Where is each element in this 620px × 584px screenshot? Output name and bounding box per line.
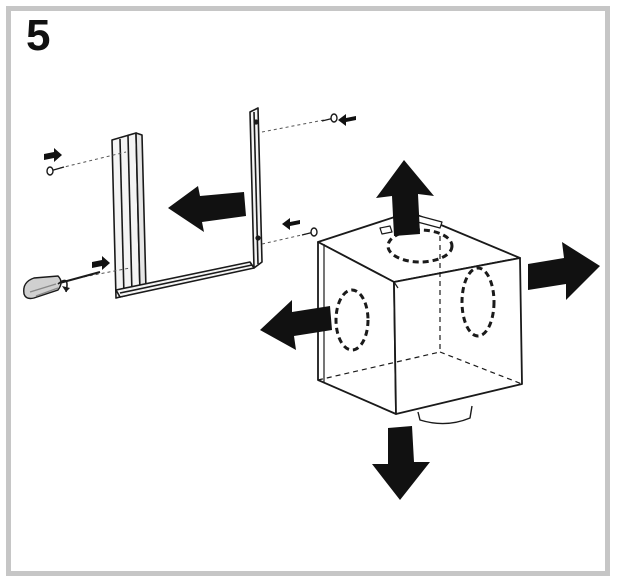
- arrow-icon: [44, 148, 62, 162]
- arrow-icon: [168, 186, 246, 232]
- arrow-icon: [92, 256, 110, 270]
- screw-icon: [301, 227, 318, 237]
- arrow-icon: [260, 300, 332, 350]
- screw-icon: [46, 166, 65, 176]
- arrow-icon: [376, 160, 434, 236]
- arrow-icon: [528, 242, 600, 300]
- screwdriver-icon: [23, 271, 101, 300]
- arrow-icon: [338, 114, 356, 126]
- arrow-icon: [372, 426, 430, 500]
- mounting-bracket: [111, 107, 263, 299]
- step-number: 5: [26, 11, 51, 60]
- arrow-icon: [282, 218, 300, 230]
- screw-icon: [321, 113, 338, 123]
- outlet-box: [317, 211, 523, 425]
